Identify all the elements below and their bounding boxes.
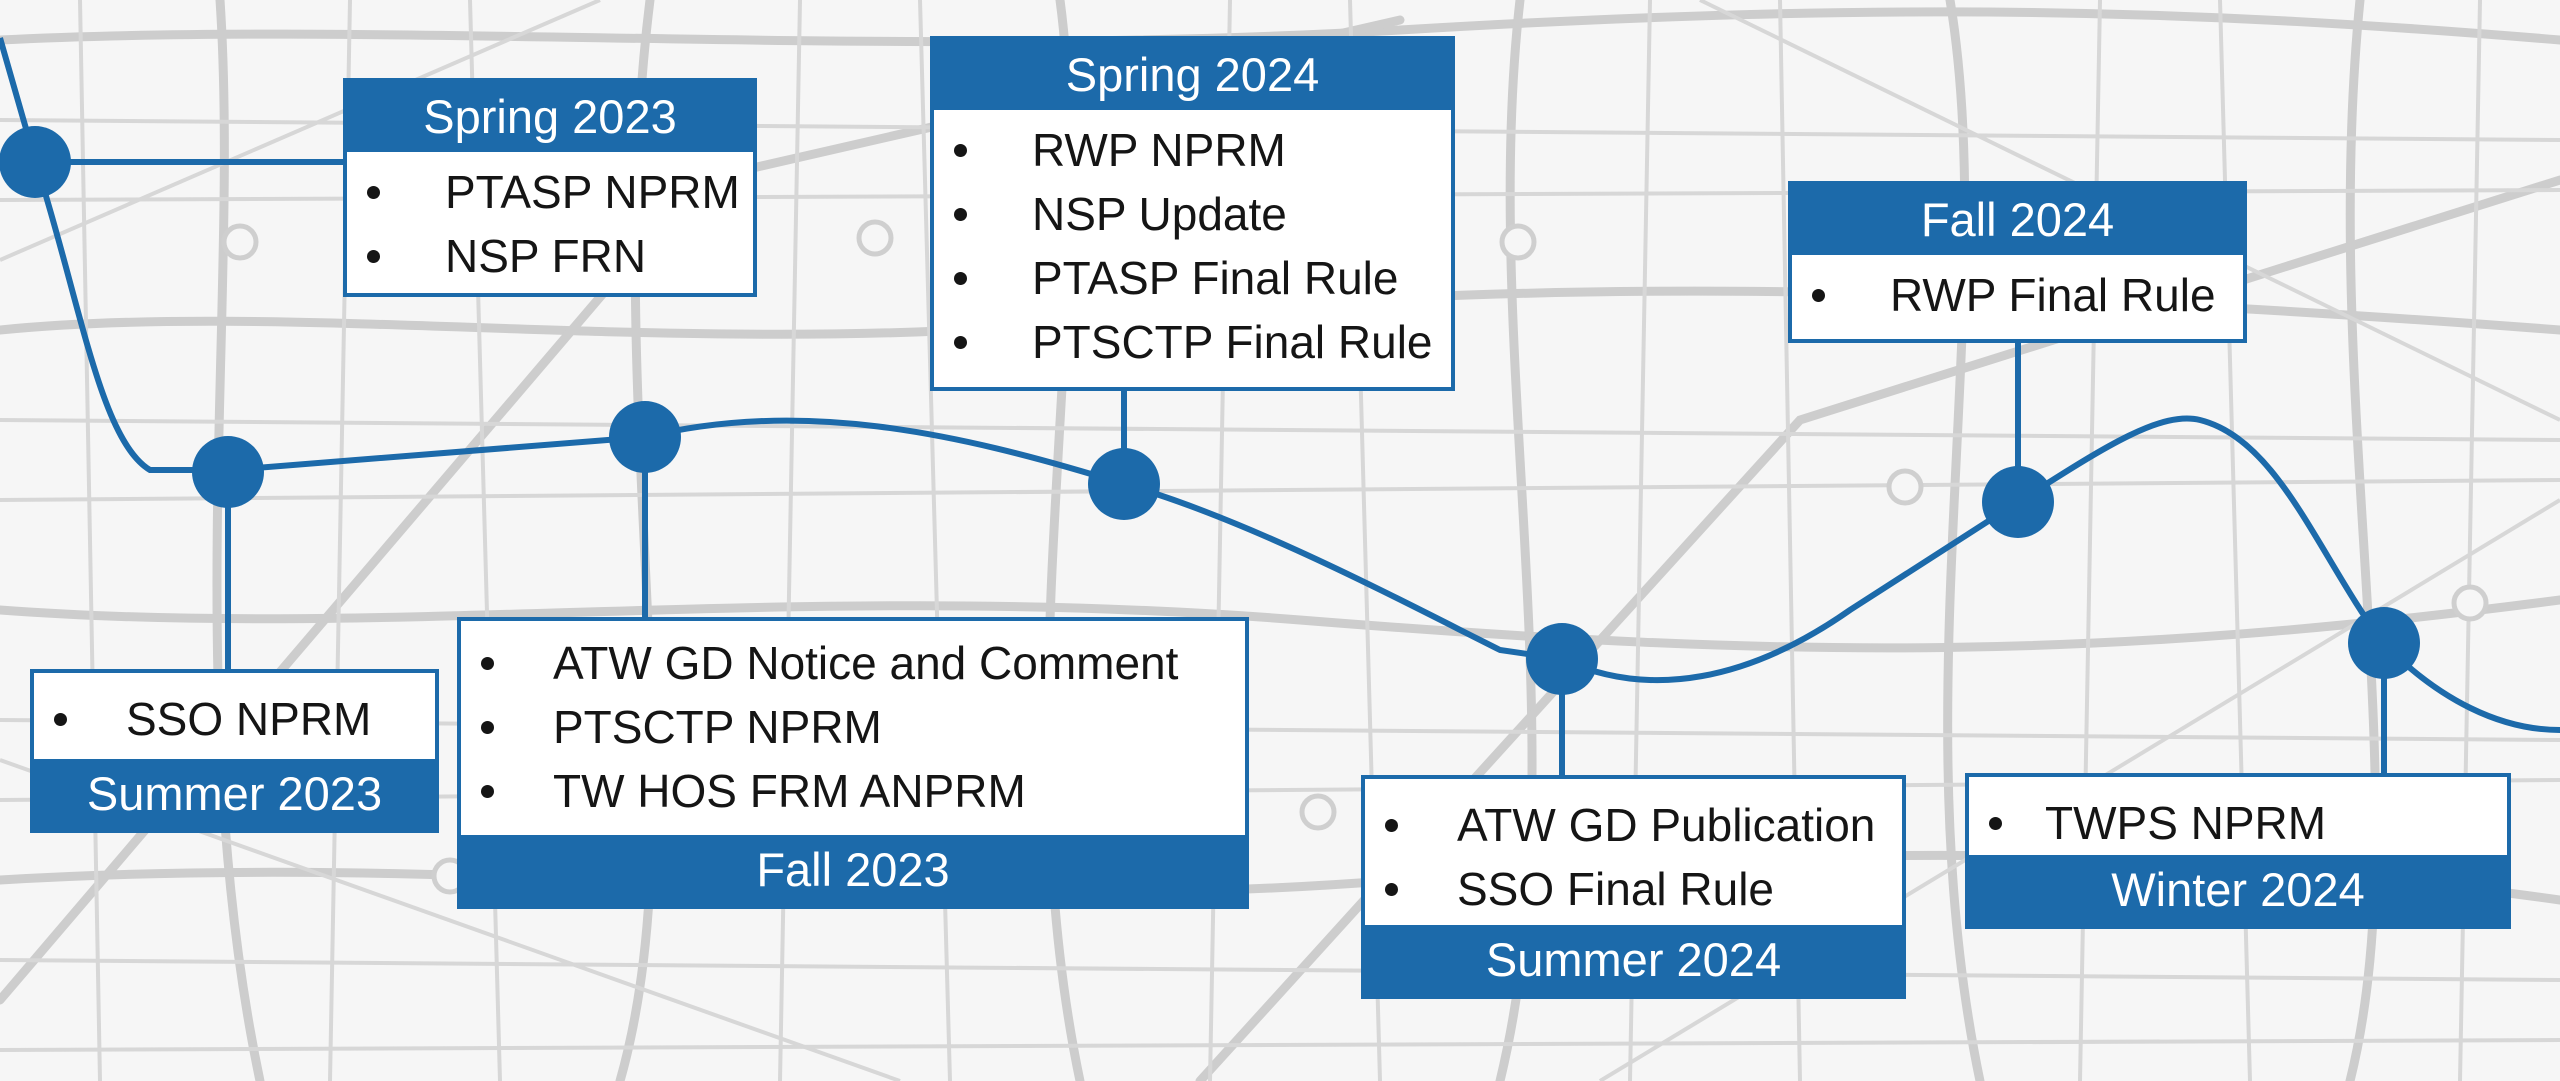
- stop-item: ATW GD Publication: [1365, 793, 1902, 857]
- stop-item: SSO NPRM: [34, 687, 435, 751]
- stop-title: Summer 2024: [1365, 925, 1902, 995]
- stop-card-fall-2023: ATW GD Notice and Comment PTSCTP NPRM TW…: [457, 617, 1249, 909]
- stop-title: Fall 2024: [1792, 185, 2243, 255]
- stop-item: RWP NPRM: [934, 118, 1451, 182]
- stop-items: ATW GD Publication SSO Final Rule: [1365, 779, 1902, 925]
- stop-marker-winter-2024: [2348, 607, 2420, 679]
- stop-marker-spring-2024: [1088, 448, 1160, 520]
- stop-item: TW HOS FRM ANPRM: [461, 759, 1245, 823]
- stop-title: Fall 2023: [461, 835, 1245, 905]
- stop-item: PTASP Final Rule: [934, 246, 1451, 310]
- stop-card-spring-2024: Spring 2024 RWP NPRM NSP Update PTASP Fi…: [930, 36, 1455, 391]
- stop-marker-summer-2024: [1526, 623, 1598, 695]
- stop-marker-fall-2023: [609, 401, 681, 473]
- stop-card-summer-2024: ATW GD Publication SSO Final Rule Summer…: [1361, 775, 1906, 999]
- stop-title: Winter 2024: [1969, 855, 2507, 925]
- stop-marker-spring-2023: [0, 126, 71, 198]
- stop-title: Spring 2024: [934, 40, 1451, 110]
- stop-item: NSP Update: [934, 182, 1451, 246]
- stop-card-winter-2024: TWPS NPRM Winter 2024: [1965, 773, 2511, 929]
- stop-item: NSP FRN: [347, 224, 753, 288]
- stop-item: RWP Final Rule: [1792, 263, 2243, 327]
- stop-item: PTSCTP NPRM: [461, 695, 1245, 759]
- stop-card-fall-2024: Fall 2024 RWP Final Rule: [1788, 181, 2247, 343]
- stop-items: ATW GD Notice and Comment PTSCTP NPRM TW…: [461, 621, 1245, 827]
- stop-item: SSO Final Rule: [1365, 857, 1902, 921]
- stop-title: Spring 2023: [347, 82, 753, 152]
- stop-items: TWPS NPRM: [1969, 777, 2507, 863]
- stop-items: SSO NPRM: [34, 673, 435, 759]
- stop-marker-summer-2023: [192, 436, 264, 508]
- stop-items: PTASP NPRM NSP FRN: [347, 152, 753, 296]
- stop-item: TWPS NPRM: [1969, 791, 2507, 855]
- stop-card-spring-2023: Spring 2023 PTASP NPRM NSP FRN: [343, 78, 757, 297]
- stop-title: Summer 2023: [34, 759, 435, 829]
- stop-items: RWP Final Rule: [1792, 255, 2243, 335]
- stop-item: PTASP NPRM: [347, 160, 753, 224]
- stop-item: ATW GD Notice and Comment: [461, 631, 1245, 695]
- stop-card-summer-2023: SSO NPRM Summer 2023: [30, 669, 439, 833]
- stop-item: PTSCTP Final Rule: [934, 310, 1451, 374]
- stop-marker-fall-2024: [1982, 466, 2054, 538]
- stop-items: RWP NPRM NSP Update PTASP Final Rule PTS…: [934, 110, 1451, 382]
